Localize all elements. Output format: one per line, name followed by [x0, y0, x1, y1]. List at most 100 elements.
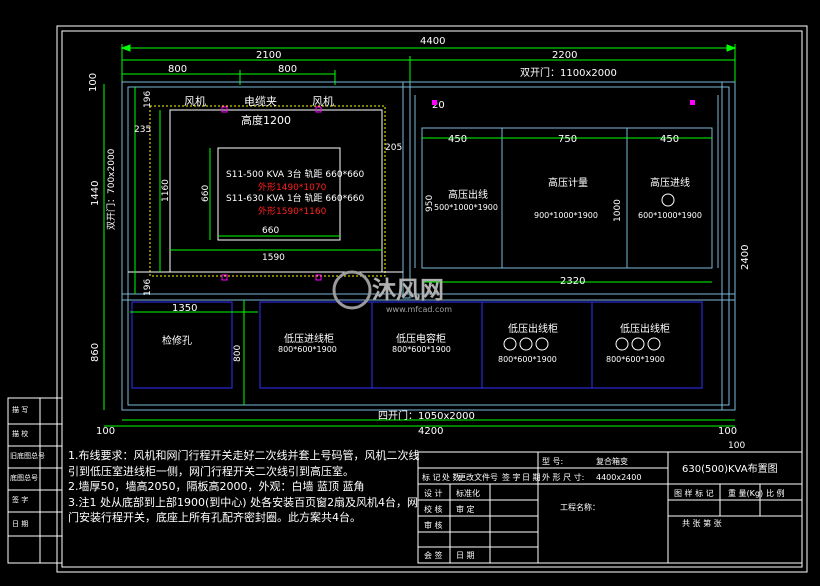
outer-wall	[121, 81, 736, 411]
top-dimensions	[120, 44, 737, 85]
lv-cab3-size: 800*600*1900	[498, 355, 557, 364]
tb-size-label: 外 形 尺 寸:	[542, 472, 584, 482]
transformer-room	[128, 105, 403, 277]
tb-standard: 标准化	[456, 488, 480, 498]
tb-stage: 图 样 标 记	[674, 488, 714, 498]
watermark: 沐风网 www.mfcad.com	[332, 270, 452, 314]
lv-cab1-name: 低压进线柜	[284, 332, 334, 345]
tb-drawing-title: 630(500)KVA布置图	[682, 463, 778, 475]
dim-800-v: 800	[233, 345, 243, 362]
tb-qty: 处 数	[442, 472, 461, 482]
side-table-cell: 旧底图总号	[10, 451, 45, 460]
dim-196b: 196	[143, 279, 153, 296]
dim-1160: 1160	[161, 179, 171, 202]
dim-235: 235	[134, 125, 151, 135]
dim-side-door: 双开门：700x2000	[105, 148, 117, 230]
fan-icon	[221, 106, 228, 113]
note-line: 2.墙厚50，墙高2050，隔板高2000，外观：白墙 蓝顶 蓝角	[68, 480, 365, 493]
dim-2400: 2400	[740, 245, 751, 270]
dim-205: 205	[385, 143, 402, 153]
lv-outgoing-hole-icon	[631, 337, 645, 351]
tb-engineer: 工程名称：	[560, 502, 600, 512]
dim-1590: 1590	[262, 253, 285, 263]
side-table-cell: 底图总号	[10, 473, 38, 482]
inspect-hole-label: 检修孔	[162, 334, 192, 347]
dim-450b: 450	[660, 134, 679, 145]
dim-1350: 1350	[172, 303, 197, 314]
tb-mark: 标 记	[422, 472, 441, 482]
lv-cab1-size: 800*600*1900	[278, 345, 337, 354]
tb-project-label: 型 号:	[542, 457, 563, 466]
dim-double-door-top: 双开门：1100x2000	[520, 66, 617, 79]
fan-icon-set	[221, 106, 322, 281]
tb-row-sign: 会 签	[424, 550, 443, 560]
transformer-spec-1: S11-500 KVA 3台 轨距 660*660	[226, 168, 365, 180]
hv-cab2-size: 900*1000*1900	[534, 211, 598, 220]
lv-cab2-size: 800*600*1900	[392, 345, 451, 354]
tb-weight: 重 量(Kg)	[728, 488, 763, 498]
tb-date2: 日 期	[456, 551, 475, 560]
fan-icon	[315, 106, 322, 113]
hv-incoming-hole-icon	[661, 193, 675, 207]
tb-approve: 审 定	[456, 504, 475, 514]
side-table-cell: 描 校	[12, 429, 28, 438]
lv-cab2-name: 低压电容柜	[396, 332, 446, 345]
tb-sign: 签 字	[502, 472, 521, 482]
dim-double-door-bottom: 四开门：1050x2000	[378, 409, 475, 422]
inner-frame	[61, 30, 803, 568]
hv-cab1-name: 高压出线	[448, 188, 488, 201]
title-block	[417, 451, 803, 564]
fan-label-left: 风机	[184, 94, 206, 108]
lv-cab3-name: 低压出线柜	[508, 322, 558, 335]
tb-sheets: 共 张 第 张	[682, 518, 722, 528]
dim-left-width: 2100	[256, 50, 281, 61]
watermark-text: 沐风网	[372, 276, 444, 304]
fan-icon	[315, 274, 322, 281]
dim-800b: 800	[278, 64, 297, 75]
note-line: 3.注1 处从底部到上部1900(到中心) 处各安装百页窗2扇及风机4台，网	[68, 495, 419, 509]
dim-196a: 196	[143, 91, 153, 108]
lv-outgoing-hole-icon	[647, 337, 661, 351]
tb-row-design: 设 计	[424, 488, 443, 498]
dim-800a: 800	[168, 64, 187, 75]
watermark-url: www.mfcad.com	[386, 305, 452, 314]
dim-total-width: 4400	[420, 36, 445, 47]
hv-cab3-size: 600*1000*1900	[638, 211, 702, 220]
dim-1440: 1440	[90, 181, 101, 206]
notes: 1.布线要求：风机和网门行程开关走好二次线并套上号码管，风机二次线 引到低压室进…	[68, 448, 420, 526]
dim-660-h: 660	[262, 226, 279, 236]
dim-100-br: 100	[718, 426, 737, 437]
dim-20: 20	[432, 100, 445, 111]
tb-size-value: 4400x2400	[596, 473, 641, 482]
dim-100-bl: 100	[96, 426, 115, 437]
outer-frame	[56, 25, 808, 573]
hv-cab2-name: 高压计量	[548, 176, 588, 189]
lv-cab4-name: 低压出线柜	[620, 322, 670, 335]
dim-total-bottom: 4200	[418, 426, 443, 437]
dim-right-width: 2200	[552, 50, 577, 61]
dim-750: 750	[558, 134, 577, 145]
note-line: 1.布线要求：风机和网门行程开关走好二次线并套上号码管，风机二次线	[68, 449, 420, 462]
side-table-cell: 日 期	[12, 520, 28, 528]
dim-950: 950	[425, 195, 435, 212]
tb-row-check: 校 核	[424, 504, 443, 514]
tb-row-review: 审 核	[424, 520, 443, 530]
transformer-size-2: 外形1590*1160	[258, 205, 327, 217]
hv-cab3-name: 高压进线	[650, 176, 690, 189]
watermark-logo-icon	[332, 270, 372, 310]
transformer-spec-2: S11-630 KVA 1台 轨距 660*660	[226, 192, 365, 204]
lv-cab4-size: 800*600*1900	[606, 355, 665, 364]
dim-450a: 450	[448, 134, 467, 145]
cable-clamp-label: 电缆夹	[244, 95, 277, 108]
note-line: 引到低压室进线柜一侧，网门行程开关二次线引到高压室。	[68, 464, 354, 478]
lv-outgoing-hole-icon	[535, 337, 549, 351]
tb-scale: 比 例	[766, 488, 785, 498]
lv-outgoing-hole-icon	[519, 337, 533, 351]
fan-icon	[690, 100, 695, 105]
transformer-size-1: 外形1490*1070	[258, 181, 327, 193]
fan-icon	[432, 100, 437, 105]
side-table-cell: 签 字	[12, 495, 28, 504]
dim-660-v: 660	[201, 185, 211, 202]
fan-label-right: 风机	[312, 94, 334, 108]
dim-top-100: 100	[88, 73, 99, 92]
